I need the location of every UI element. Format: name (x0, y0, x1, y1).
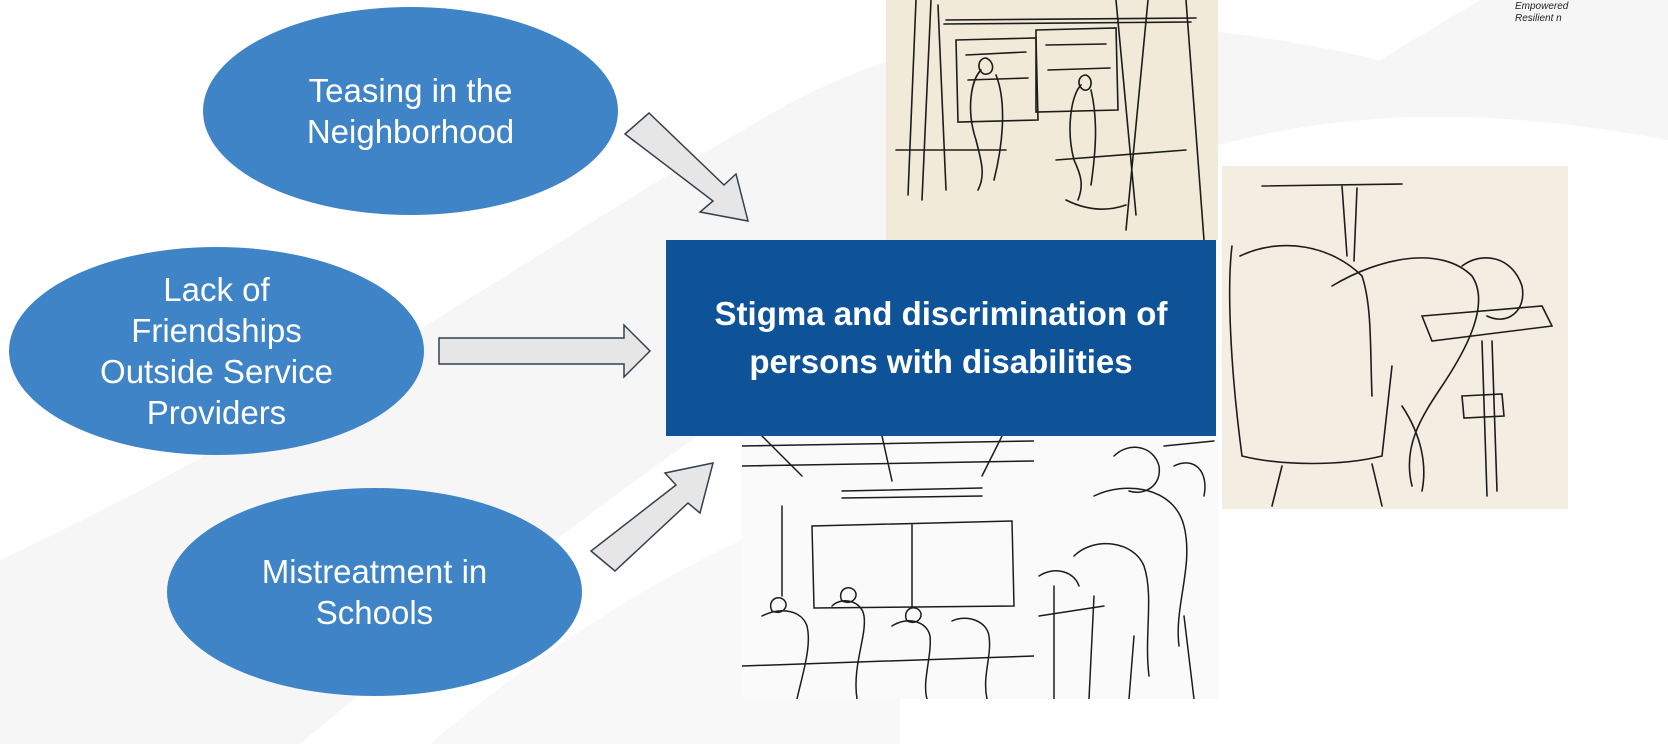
arrow-teasing-to-stigma (623, 111, 750, 222)
cause-schools-ellipse: Mistreatment in Schools (167, 488, 582, 696)
cause-friendships-ellipse: Lack of Friendships Outside Service Prov… (9, 247, 424, 455)
cause-friendships-label: Lack of Friendships Outside Service Prov… (100, 271, 333, 431)
tagline-line-1: Empowered (1515, 1, 1569, 12)
corner-tagline: Empowered Resilient n (1515, 1, 1568, 25)
cause-teasing-label: Teasing in the Neighborhood (306, 72, 515, 150)
tagline-line-2: Resilient n (1515, 13, 1562, 24)
central-stigma-label: Stigma and discrimination of persons wit… (714, 295, 1168, 380)
sketch-figures-at-window-image (886, 0, 1218, 240)
arrow-friendships-to-stigma (438, 323, 652, 379)
sketch-person-slumped-at-desk-image (1222, 166, 1568, 509)
sketch-classroom-audience-image (742, 436, 1034, 699)
cause-teasing-ellipse: Teasing in the Neighborhood (203, 7, 618, 215)
central-stigma-box: Stigma and discrimination of persons wit… (666, 240, 1216, 436)
cause-schools-label: Mistreatment in Schools (261, 553, 488, 631)
sketch-seated-people-image (1034, 436, 1218, 699)
arrow-schools-to-stigma (589, 462, 715, 572)
